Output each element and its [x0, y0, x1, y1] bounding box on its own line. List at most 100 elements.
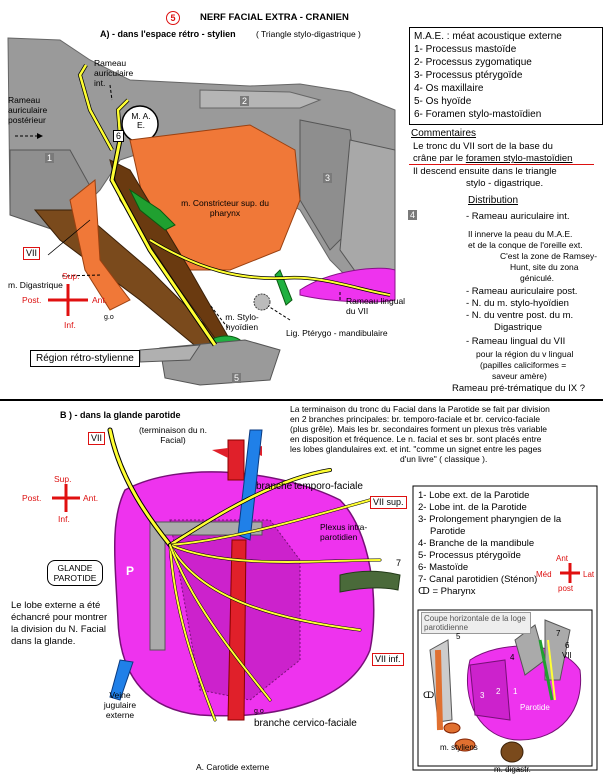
label-glande: GLANDE PAROTIDE — [47, 560, 103, 586]
label-digastrique: m. Digastrique — [8, 280, 63, 290]
compass-b-ant: Ant. — [83, 493, 99, 503]
inset-digastr — [500, 741, 524, 763]
intro-line: en 2 branches principales: br. temporo-f… — [290, 414, 540, 424]
inset-vii: VII — [562, 651, 572, 660]
label-carotide: A. Carotide externe — [196, 762, 270, 772]
compass-b-sup: Sup. — [54, 474, 72, 484]
distribution-line: Hunt, site du zona — [510, 262, 579, 272]
compass-b-inf: Inf. — [58, 514, 70, 524]
bone-number: 6 — [113, 130, 125, 142]
inset-pharynx-icon: ↀ — [423, 690, 435, 700]
label-lobe-note: Le lobe externe a été échancré pour mont… — [11, 600, 108, 647]
hyoid-tail — [139, 344, 201, 363]
page-title: NERF FACIAL EXTRA - CRANIEN — [200, 12, 349, 23]
inset-m-styliens — [454, 738, 476, 752]
label-p: P — [126, 564, 135, 578]
legend-b-line: 6- Mastoïde — [418, 562, 469, 573]
signature-a: g.o — [104, 314, 114, 321]
bone-number: 4 — [408, 210, 418, 220]
legend-b-line: 1- Lobe ext. de la Parotide — [418, 490, 530, 501]
bone-number: 5 — [232, 373, 242, 383]
label-vii-sup: VII sup. — [370, 496, 407, 509]
label-mae: M. A. E. — [131, 111, 151, 130]
label-branche-cf: branche cervico-faciale — [254, 718, 357, 729]
legend-a-line: 5- Os hyoïde — [414, 96, 472, 107]
commentaires-line: Le tronc du VII sort de la base du — [413, 141, 553, 152]
legend-b-line: Parotide — [430, 526, 466, 537]
intro-line: La terminaison du tronc du Facial dans l… — [290, 404, 550, 414]
intro-line: en disposition et fréquence. Le n. facia… — [290, 434, 542, 444]
facial-nerve-plexus — [107, 427, 382, 722]
inset-num: 6 — [565, 641, 570, 650]
pharynx-icon: ↀ — [418, 586, 430, 597]
label-rameau-aur-int: Rameau auriculaire int. — [94, 58, 134, 88]
commentaires-highlight — [409, 139, 594, 165]
legend-b-line: 4- Branche de la mandibule — [418, 538, 535, 549]
label-constricteur: m. Constricteur sup. du pharynx — [181, 198, 269, 218]
legend-a-line: 4- Os maxillaire — [414, 83, 484, 94]
label-rameau-lingual: Rameau lingual du VII — [346, 296, 406, 316]
legend-b: 1- Lobe ext. de la Parotide 2- Lobe int.… — [418, 490, 593, 598]
section-a-subtitle: ( Triangle stylo-digastrique ) — [256, 29, 361, 39]
label-plexus: Plexus intra- parotidien — [320, 522, 368, 542]
legend-b-line: 7- Canal parotidien (Sténon) — [418, 574, 538, 585]
posterior-belly — [69, 179, 131, 311]
inset-med: Méd — [536, 570, 552, 579]
zygomatic-process — [199, 89, 322, 109]
commentaires-line: crâne par le foramen stylo-mastoïdien — [413, 153, 572, 165]
inset-num: 2 — [496, 687, 501, 696]
legend-a-line: 2- Processus zygomatique — [414, 57, 532, 68]
compass-a-ant: Ant. — [92, 295, 108, 305]
legend-a-line: 6- Foramen stylo-mastoïdien — [414, 109, 542, 120]
commentaires-line: stylo - digastrique. — [466, 178, 544, 189]
inset-title: Coupe horizontale de la loge parotidienn… — [421, 612, 531, 634]
compass-a-post: Post. — [22, 295, 42, 305]
compass-a-sup: Sup. — [62, 271, 80, 281]
distribution-line: Il innerve la peau du M.A.E. — [468, 229, 573, 239]
section-a-title: A) - dans l'espace rétro - stylien — [100, 29, 236, 39]
commentaires-line: Il descend ensuite dans le triangle — [413, 166, 557, 177]
section-b-title: B ) - dans la glande parotide — [60, 410, 181, 420]
section-number: 5 — [166, 11, 180, 25]
legend-a-line: 1- Processus mastoïde — [414, 44, 517, 55]
label-vii-inf: VII inf. — [372, 653, 404, 666]
label-veine: Veine jugulaire externe — [103, 690, 137, 720]
distribution-line: C'est la zone de Ramsey- — [500, 251, 598, 261]
distribution-line: - N. du m. stylo-hyoïdien — [466, 298, 569, 309]
inset-pharynx-lobe — [469, 659, 511, 721]
artery-top — [227, 439, 245, 481]
compass-a — [48, 284, 88, 316]
label-terminaison: (terminaison du n. Facial) — [138, 425, 208, 445]
distribution-line: géniculé. — [520, 273, 555, 283]
distribution-title: Distribution — [468, 195, 519, 206]
legend-b-line: 2- Lobe int. de la Parotide — [418, 502, 527, 513]
bone-number: 3 — [323, 173, 333, 183]
intro-line: d'un livre" ( classique ). — [400, 454, 488, 464]
green-tendon — [128, 188, 176, 231]
label-seven: 7 — [396, 558, 402, 568]
label-vii-a: VII — [23, 247, 41, 260]
legend-a-line: 3- Processus ptérygoïde — [414, 70, 523, 81]
section-b-intro: La terminaison du tronc du Facial dans l… — [290, 404, 598, 464]
label-rameau-aur-post: Rameau auriculaire postérieur — [8, 95, 48, 125]
compass-b — [52, 484, 80, 512]
bone-number: 2 — [240, 96, 250, 106]
commentaires-line-part: crâne par le — [413, 153, 464, 164]
intro-line: les lobes glandulaires ext. et int. "com… — [290, 444, 542, 454]
inset-num: 1 — [513, 687, 518, 696]
commentaires-title: Commentaires — [411, 128, 477, 139]
inset-num: 3 — [480, 691, 485, 700]
distribution-line: et de la conque de l'oreille ext. — [468, 240, 583, 250]
distribution-line: - Rameau auriculaire post. — [466, 286, 578, 297]
distribution-line: (papilles caliciformes = — [480, 360, 567, 370]
label-lig-pterygo: Lig. Ptérygo - mandibulaire — [286, 328, 388, 338]
legend-a-line: M.A.E. : méat acoustique externe — [414, 31, 562, 42]
compass-a-inf: Inf. — [64, 320, 76, 330]
label-region: Région rétro-stylienne — [30, 350, 140, 367]
distribution-line: Rameau pré-trématique du IX ? — [452, 383, 586, 394]
inset-parotide: Parotide — [520, 703, 550, 712]
signature-b: g.o — [254, 708, 264, 715]
parotid-duct — [339, 570, 401, 593]
intro-line: (plus grêle). Mais les br. secondaires f… — [290, 424, 548, 434]
